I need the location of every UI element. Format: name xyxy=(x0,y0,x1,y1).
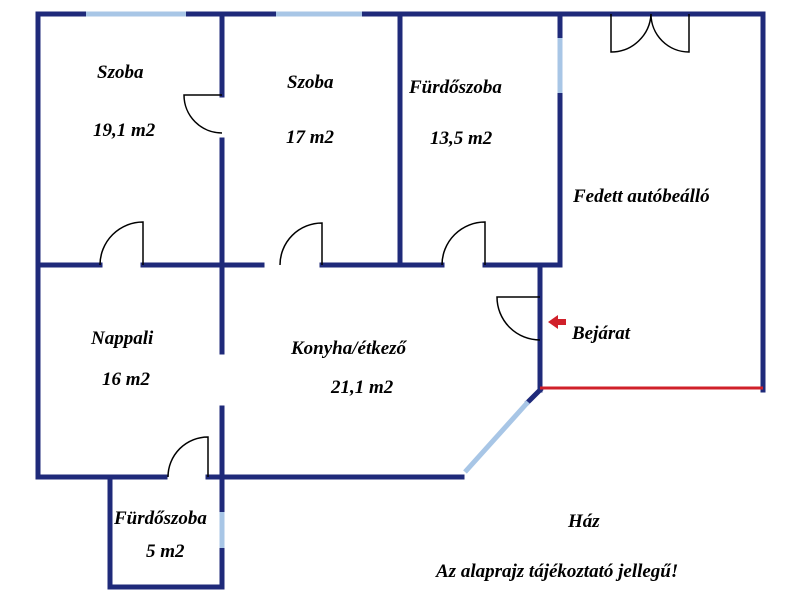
outer-wall xyxy=(35,11,766,590)
door-szoba-1 xyxy=(183,94,223,134)
room-name-furdoszoba-small: Fürdőszoba xyxy=(114,508,207,529)
room-name-furdoszoba: Fürdőszoba xyxy=(409,77,502,98)
room-name-konyha: Konyha/étkező xyxy=(291,338,407,359)
door-carport xyxy=(610,13,690,53)
disclaimer-note: Az alaprajz tájékoztató jellegű! xyxy=(436,561,679,582)
carport-label: Fedett autóbeálló xyxy=(573,186,710,207)
room-name-nappali: Nappali xyxy=(91,328,154,349)
room-area-konyha: 21,1 m2 xyxy=(331,377,394,398)
room-area-furdoszoba: 13,5 m2 xyxy=(430,128,493,149)
room-area-nappali: 16 m2 xyxy=(102,369,151,390)
door-szoba-1-bottom xyxy=(99,221,144,266)
door-furdo xyxy=(441,221,486,266)
room-name-szoba-1: Szoba xyxy=(97,62,144,83)
room-area-szoba-2: 17 m2 xyxy=(286,127,335,148)
entrance-label: Bejárat xyxy=(572,323,631,344)
doors xyxy=(99,13,690,478)
walls xyxy=(35,11,766,590)
door-entrance xyxy=(496,296,541,341)
room-name-szoba-2: Szoba xyxy=(287,72,334,93)
house-title: Ház xyxy=(568,511,600,532)
room-area-szoba-1: 19,1 m2 xyxy=(93,120,156,141)
window-konyha xyxy=(463,400,530,474)
door-szoba-2 xyxy=(279,222,323,266)
door-furdo-small xyxy=(167,436,209,478)
room-area-furdoszoba-small: 5 m2 xyxy=(146,541,185,562)
windows xyxy=(86,11,563,548)
entrance-arrow-icon xyxy=(548,315,566,329)
